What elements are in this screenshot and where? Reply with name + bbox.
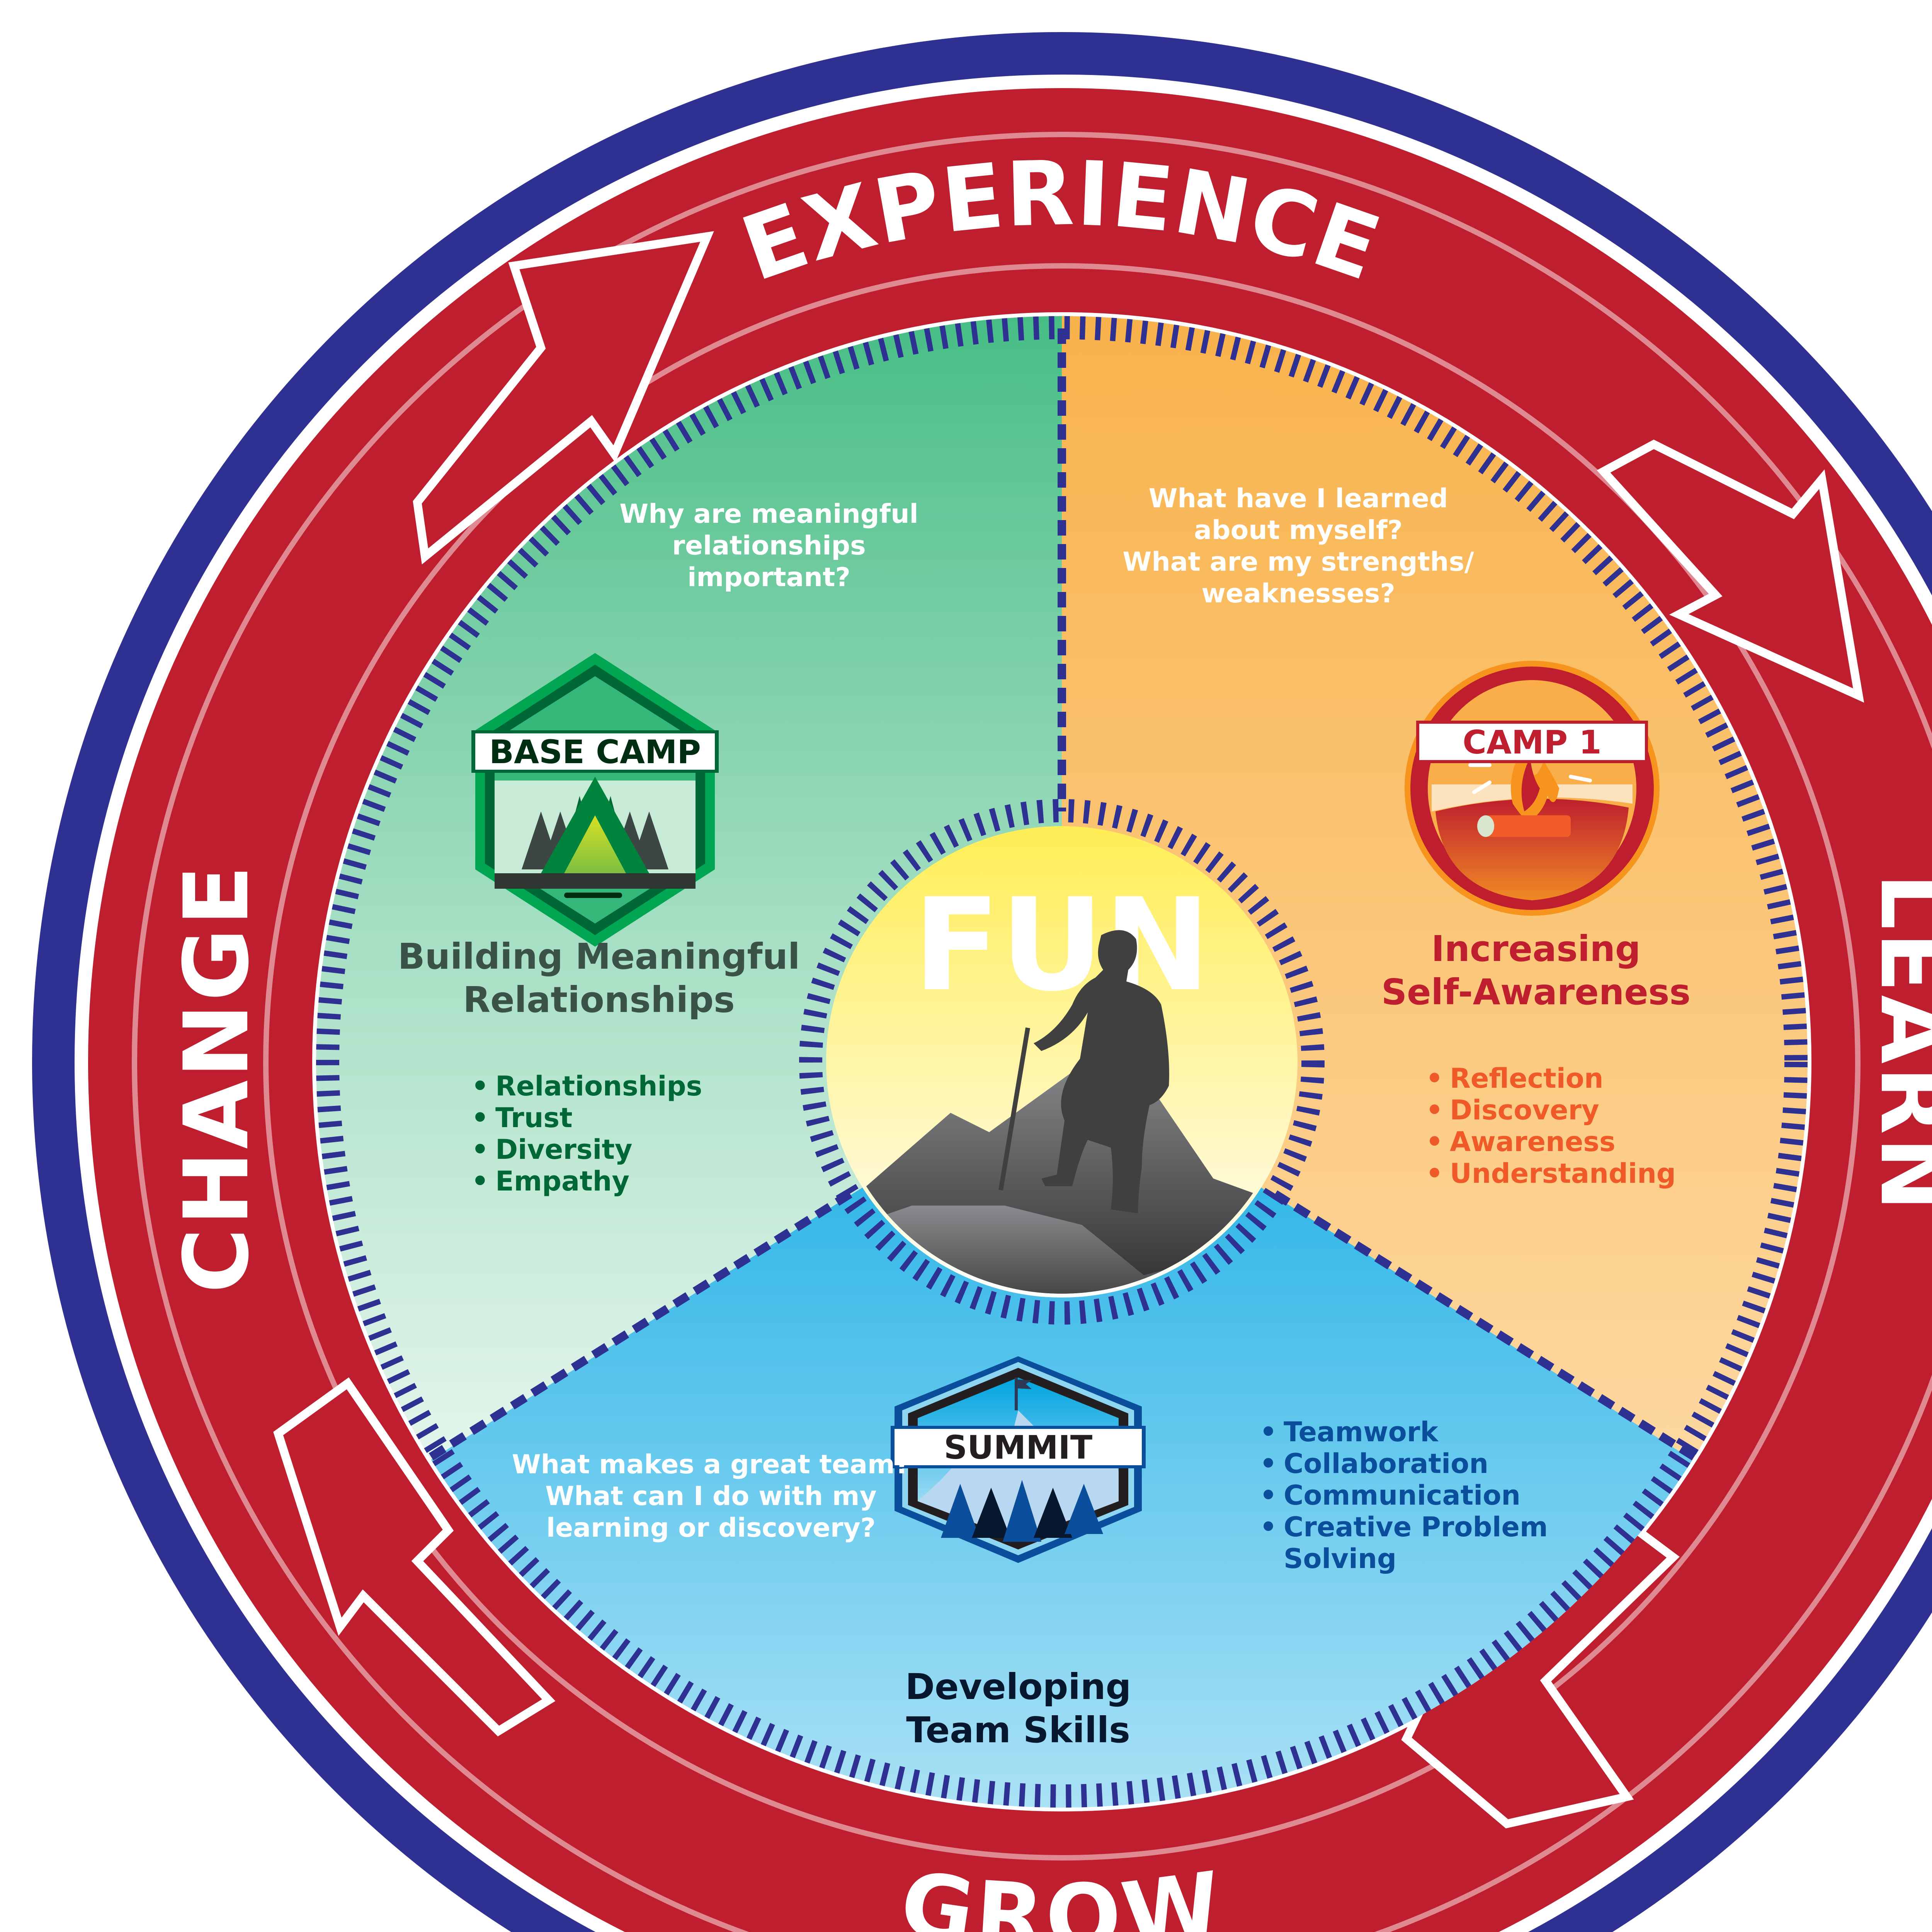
question-line: What have I learned	[1148, 483, 1448, 514]
base-camp-badge-label: BASE CAMP	[489, 733, 701, 771]
question-line: relationships important?	[672, 531, 866, 593]
bullet-item: Discovery	[1426, 1094, 1676, 1126]
center-fun-label: FUN	[913, 871, 1211, 1019]
heading-line: Developing	[905, 1666, 1131, 1708]
base-camp-badge: BASE CAMP	[471, 653, 719, 947]
question-line: What can I do with my	[545, 1481, 877, 1512]
summit-bullets: Teamwork Collaboration Communication Cre…	[1260, 1416, 1548, 1575]
summit-badge: SUMMIT	[891, 1356, 1146, 1563]
bullet-item: Diversity	[471, 1134, 702, 1165]
question-line: about myself?	[1194, 515, 1403, 546]
cycle-ring	[88, 88, 1932, 1932]
heading-line: Relationships	[463, 979, 735, 1020]
bullet-item: Understanding	[1426, 1158, 1676, 1189]
bullet-item: Reflection	[1426, 1063, 1676, 1094]
section-summit	[316, 1062, 1808, 1808]
question-line: What makes a great team?	[512, 1449, 910, 1480]
tent-forest-icon	[495, 777, 696, 898]
bullet-line: Solving	[1284, 1543, 1397, 1575]
question-line: Why are meaningful	[619, 499, 918, 529]
cycle-arrows	[273, 231, 1864, 1828]
camp1-badge-label: CAMP 1	[1463, 723, 1602, 761]
base-camp-bullets: Relationships Trust Diversity Empathy	[471, 1070, 702, 1197]
ring-highlight-inner	[263, 263, 1861, 1861]
heading-line: Increasing	[1431, 928, 1641, 969]
bullet-item: Relationships	[471, 1070, 702, 1102]
ring-highlight-outer	[132, 132, 1932, 1932]
arrow-left-bottom-icon	[273, 1377, 556, 1736]
summit-question: What makes a great team? What can I do w…	[498, 1449, 923, 1544]
camp1-heading: Increasing Self-Awareness	[1333, 927, 1739, 1014]
bullet-item: Teamwork	[1260, 1416, 1548, 1448]
bullet-item: Awareness	[1426, 1126, 1676, 1158]
cycle-label-learn: LEARN	[1861, 873, 1932, 1213]
cycle-label-change: CHANGE	[165, 863, 269, 1293]
base-camp-question: Why are meaningful relationships importa…	[595, 498, 943, 594]
arrow-top-left-icon	[413, 231, 714, 565]
bullet-item: Creative Problem Solving	[1260, 1511, 1548, 1575]
question-line: What are my strengths/	[1122, 547, 1474, 577]
hiker-on-mountain-icon	[830, 930, 1294, 1294]
heading-line: Team Skills	[906, 1709, 1130, 1751]
bullet-item: Communication	[1260, 1480, 1548, 1511]
base-camp-heading: Building Meaningful Relationships	[348, 935, 850, 1022]
summit-heading: Developing Team Skills	[883, 1665, 1153, 1752]
bullet-line: Creative Problem	[1284, 1511, 1548, 1543]
camp1-bullets: Reflection Discovery Awareness Understan…	[1426, 1063, 1676, 1189]
heading-line: Building Meaningful	[398, 936, 800, 977]
question-line: learning or discovery?	[546, 1513, 876, 1543]
camp1-question: What have I learned about myself? What a…	[1105, 483, 1492, 610]
bullet-item: Collaboration	[1260, 1448, 1548, 1480]
bullet-item: Empathy	[471, 1165, 702, 1197]
camp1-badge: CAMP 1	[1405, 661, 1660, 916]
outer-blue-ring	[32, 32, 1932, 1932]
section-dividers	[423, 328, 1702, 1464]
center-dashed-ring	[799, 799, 1325, 1325]
bullet-item: Trust	[471, 1102, 702, 1134]
arrow-right-top-icon	[1597, 439, 1864, 703]
pie-dashed-border	[316, 316, 1808, 1808]
summit-badge-label: SUMMIT	[944, 1429, 1092, 1466]
question-line: weaknesses?	[1201, 578, 1395, 609]
heading-line: Self-Awareness	[1381, 971, 1691, 1013]
